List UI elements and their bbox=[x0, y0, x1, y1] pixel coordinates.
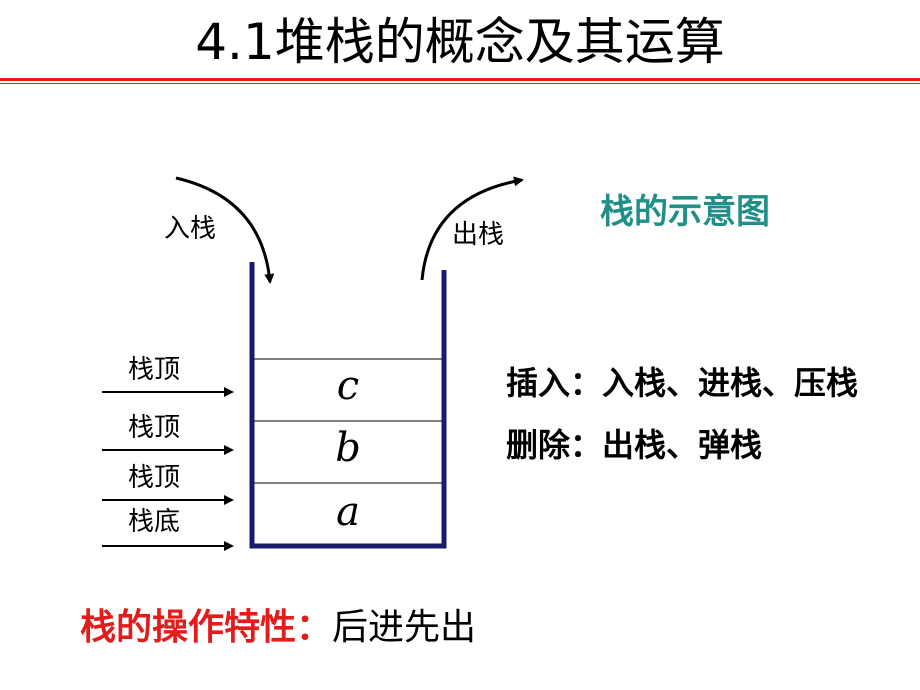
stack-property: 栈的操作特性：后进先出 bbox=[80, 606, 476, 650]
stack-cell-c: c bbox=[336, 363, 360, 409]
push-arrow-icon bbox=[175, 176, 275, 284]
slide-title: 4.1堆栈的概念及其运算 bbox=[195, 13, 725, 71]
property-value: 后进先出 bbox=[332, 607, 477, 648]
stack-container bbox=[249, 262, 447, 549]
property-label: 栈的操作特性： bbox=[80, 607, 333, 648]
title-underline bbox=[0, 78, 920, 81]
pointer-label-top: 栈顶 bbox=[128, 413, 181, 443]
stack-cell-b: b bbox=[335, 425, 361, 471]
push-label: 入栈 bbox=[164, 214, 217, 244]
stack-cell-a: a bbox=[336, 489, 360, 535]
pointer-label-top: 栈顶 bbox=[128, 463, 181, 493]
title-underline-thin bbox=[0, 83, 920, 84]
pointer-label-bottom: 栈底 bbox=[128, 507, 181, 537]
pointer-label-top: 栈顶 bbox=[128, 355, 181, 385]
diagram-caption: 栈的示意图 bbox=[600, 192, 770, 232]
pop-label: 出栈 bbox=[452, 220, 505, 250]
delete-note: 删除：出栈、弹栈 bbox=[506, 426, 763, 464]
insert-note: 插入：入栈、进栈、压栈 bbox=[506, 364, 859, 402]
pop-arrow-icon bbox=[420, 176, 524, 281]
